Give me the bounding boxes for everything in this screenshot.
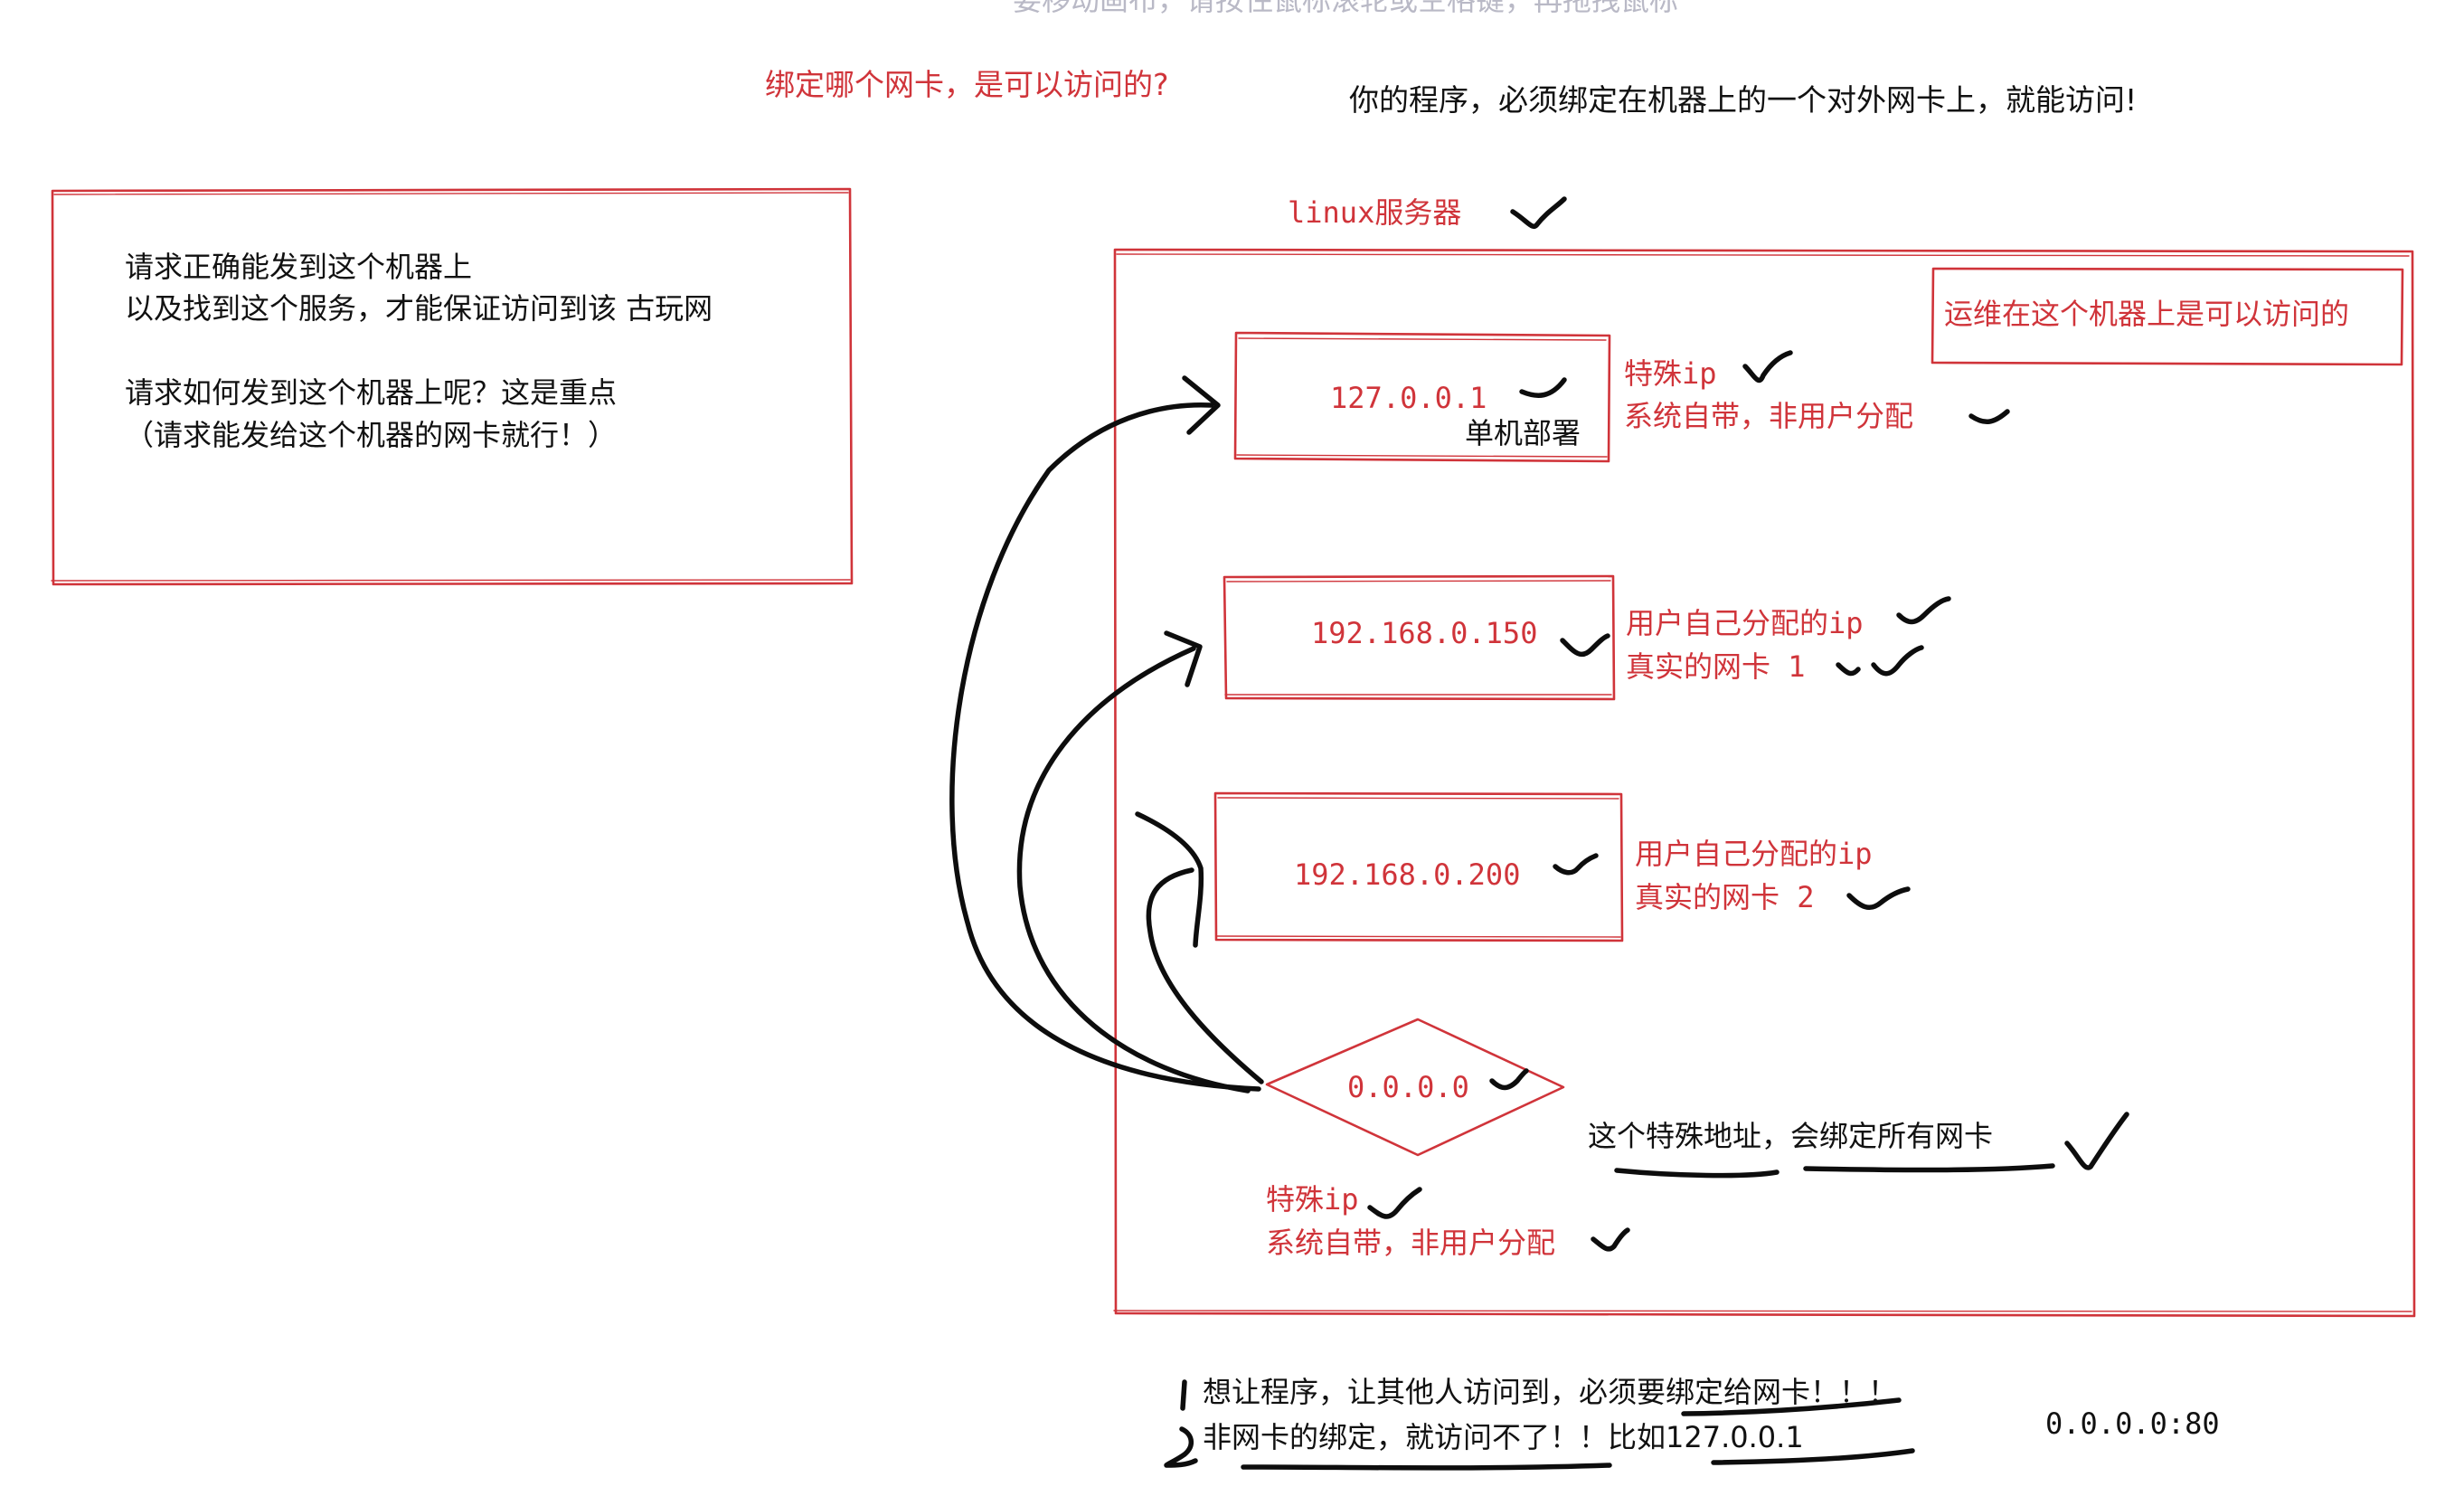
arrowhead-loopback: [1182, 375, 1221, 435]
nic2-desc-2: 真实的网卡 2: [1635, 880, 1815, 914]
arrow-to-loopback: [949, 402, 1261, 1092]
check-icon: [1871, 645, 1924, 677]
check-icon: [1489, 1068, 1529, 1091]
check-icon: [1846, 886, 1911, 911]
any-address-desc-1: 特殊ip: [1266, 1182, 1359, 1217]
underline: [1614, 1168, 1780, 1179]
underline: [1803, 1163, 2055, 1173]
port-example: 0.0.0.0:80: [2045, 1406, 2220, 1441]
statement-text: 你的程序，必须绑定在机器上的一个对外网卡上，就能访问!: [1349, 82, 2138, 118]
check-icon: [1836, 662, 1861, 677]
bottom-note-2: 非网卡的绑定，就访问不了！！比如127.0.0.1: [1203, 1420, 1804, 1454]
note-line-1: 请求正确能发到这个机器上: [125, 250, 473, 284]
arrow-to-150: [1016, 646, 1251, 1094]
nic1-desc-2: 真实的网卡 1: [1626, 649, 1806, 684]
note-box: [51, 187, 854, 586]
loopback-desc-1: 特殊ip: [1624, 356, 1717, 391]
bottom-note-1: 想让程序，让其他人访问到，必须要绑定给网卡！！！: [1203, 1375, 1898, 1409]
check-icon: [2064, 1112, 2129, 1170]
canvas-hint: 要移动画布，请按住鼠标滚轮或空格键，再拖拽鼠标: [1013, 0, 1679, 17]
arrow-to-200: [1146, 867, 1264, 1084]
nic2-desc-1: 用户自己分配的ip: [1635, 837, 1873, 871]
arrowhead-150: [1164, 630, 1203, 687]
underline: [1241, 1463, 1612, 1471]
note-line-3: 请求如何发到这个机器上呢？这是重点: [125, 375, 618, 410]
nic-box-200[interactable]: [1213, 791, 1624, 942]
check-icon: [1742, 350, 1793, 383]
check-icon: [1519, 377, 1567, 398]
note-line-4: （请求能发给这个机器的网卡就行！）: [125, 418, 618, 452]
loopback-desc-2: 系统自带，非用户分配: [1624, 399, 1914, 433]
ip-192-168-0-150: 192.168.0.150: [1311, 616, 1538, 650]
numeral-one-mark: [1180, 1379, 1187, 1411]
ops-note-box: [1931, 267, 2404, 366]
arrowhead-200: [1135, 811, 1204, 948]
check-icon: [1968, 409, 2010, 424]
check-icon: [1510, 196, 1567, 229]
check-icon: [1367, 1187, 1422, 1219]
ops-note-text: 运维在这个机器上是可以访问的: [1944, 297, 2350, 331]
nic-box-150[interactable]: [1223, 574, 1616, 701]
check-icon: [1553, 853, 1599, 876]
nic-box-150-sketch-line: [1224, 580, 1612, 696]
ip-loopback: 127.0.0.1: [1330, 381, 1487, 415]
underline: [1711, 1448, 1915, 1465]
question-text: 绑定哪个网卡，是可以访问的?: [765, 67, 1169, 102]
numeral-two-mark: [1164, 1426, 1198, 1468]
underline: [1681, 1397, 1902, 1416]
nic1-desc-1: 用户自己分配的ip: [1626, 606, 1864, 640]
server-box-sketch-line: [1113, 253, 2412, 1312]
any-address-note: 这个特殊地址，会绑定所有网卡: [1588, 1119, 1994, 1153]
nic-box-loopback-sketch-line: [1236, 337, 1608, 458]
ip-192-168-0-200: 192.168.0.200: [1294, 857, 1521, 892]
any-address-diamond[interactable]: [1265, 1018, 1565, 1157]
server-label: linux服务器: [1288, 195, 1462, 230]
check-icon: [1896, 596, 1951, 625]
ip-any-address: 0.0.0.0: [1347, 1070, 1469, 1104]
nic-box-200-sketch-line: [1216, 797, 1621, 938]
note-box-sketch-line: [51, 192, 851, 582]
server-box[interactable]: [1113, 248, 2416, 1318]
nic-box-loopback[interactable]: [1233, 331, 1611, 463]
any-address-desc-2: 系统自带，非用户分配: [1266, 1226, 1556, 1260]
check-icon: [1591, 1227, 1630, 1252]
check-icon: [1560, 633, 1610, 658]
note-line-2: 以及找到这个服务，才能保证访问到该 古玩网: [125, 291, 713, 326]
standalone-deploy-label: 单机部署: [1465, 416, 1581, 450]
